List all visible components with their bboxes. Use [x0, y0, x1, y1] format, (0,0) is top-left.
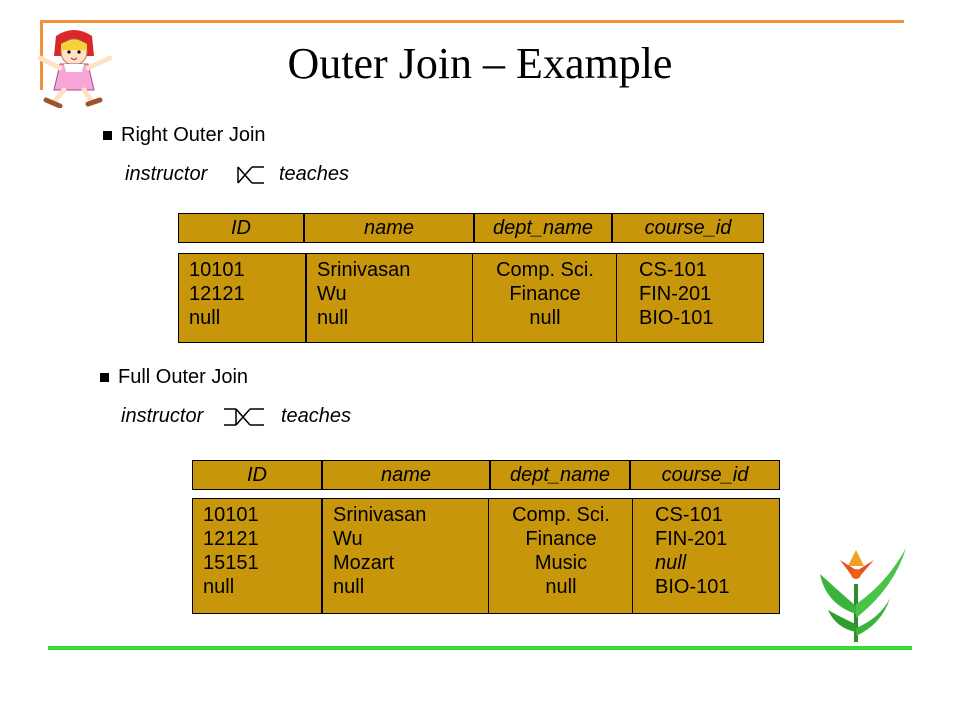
flower-icon [816, 544, 912, 644]
full-header-dept-name: dept_name [490, 460, 630, 490]
full-outer-join-label: Full Outer Join [118, 366, 249, 388]
right-header-name: name [304, 213, 474, 243]
frame-left-line [40, 20, 43, 90]
right-col-course-id: CS-101 FIN-201 BIO-101 [616, 253, 764, 343]
table-cell: 12121 [189, 283, 245, 305]
table-cell: null [529, 307, 561, 329]
table-cell: 15151 [203, 552, 259, 574]
table-cell-null: null [655, 552, 687, 574]
right-outer-join-heading: Right Outer Join [103, 124, 266, 147]
table-cell: null [545, 576, 577, 598]
table-cell: Comp. Sci. [512, 504, 610, 526]
table-cell: BIO-101 [639, 307, 714, 329]
full-outer-join-symbol [222, 407, 268, 429]
frame-bottom-line [48, 646, 912, 650]
right-header-id: ID [178, 213, 304, 243]
full-header-course-id: course_id [630, 460, 780, 490]
right-header-dept-name: dept_name [474, 213, 612, 243]
table-cell: 10101 [203, 504, 259, 526]
frame-top-line [42, 20, 904, 23]
table-cell: Music [534, 552, 588, 574]
table-cell: Finance [509, 283, 581, 305]
full-col-dept-name: Comp. Sci. Finance Music null [488, 498, 634, 614]
table-cell: Wu [333, 528, 363, 550]
table-cell: 12121 [203, 528, 259, 550]
table-cell: Finance [525, 528, 597, 550]
right-col-name: Srinivasan Wu null [306, 253, 474, 343]
table-cell: Comp. Sci. [496, 259, 594, 281]
table-cell: FIN-201 [639, 283, 712, 305]
right-outer-join-label: Right Outer Join [121, 124, 266, 146]
table-cell: Srinivasan [317, 259, 411, 281]
right-join-expr-left: instructor [125, 163, 208, 185]
right-col-id: 10101 12121 null [178, 253, 306, 343]
table-cell: CS-101 [639, 259, 707, 281]
table-cell: null [333, 576, 365, 598]
table-cell: FIN-201 [655, 528, 728, 550]
table-cell: CS-101 [655, 504, 723, 526]
table-cell: null [317, 307, 349, 329]
table-cell: BIO-101 [655, 576, 730, 598]
right-col-dept-name: Comp. Sci. Finance null [472, 253, 618, 343]
table-cell: null [189, 307, 221, 329]
table-cell: null [203, 576, 235, 598]
right-outer-join-symbol [236, 165, 266, 187]
full-header-id: ID [192, 460, 322, 490]
slide-title: Outer Join – Example [287, 39, 673, 88]
full-col-course-id: CS-101 FIN-201 null BIO-101 [632, 498, 780, 614]
full-col-name: Srinivasan Wu Mozart null [322, 498, 490, 614]
bullet-square-icon [100, 373, 109, 382]
right-header-course-id: course_id [612, 213, 764, 243]
table-cell: 10101 [189, 259, 245, 281]
full-header-name: name [322, 460, 490, 490]
table-cell: Wu [317, 283, 347, 305]
full-join-expr-left: instructor [121, 405, 204, 427]
full-outer-join-heading: Full Outer Join [100, 366, 248, 389]
full-col-id: 10101 12121 15151 null [192, 498, 322, 614]
full-join-expr-right: teaches [281, 405, 352, 427]
right-join-expr-right: teaches [279, 163, 350, 185]
table-cell: Srinivasan [333, 504, 427, 526]
bullet-square-icon [103, 131, 112, 140]
table-cell: Mozart [333, 552, 395, 574]
cartoon-girl-icon [34, 28, 120, 109]
